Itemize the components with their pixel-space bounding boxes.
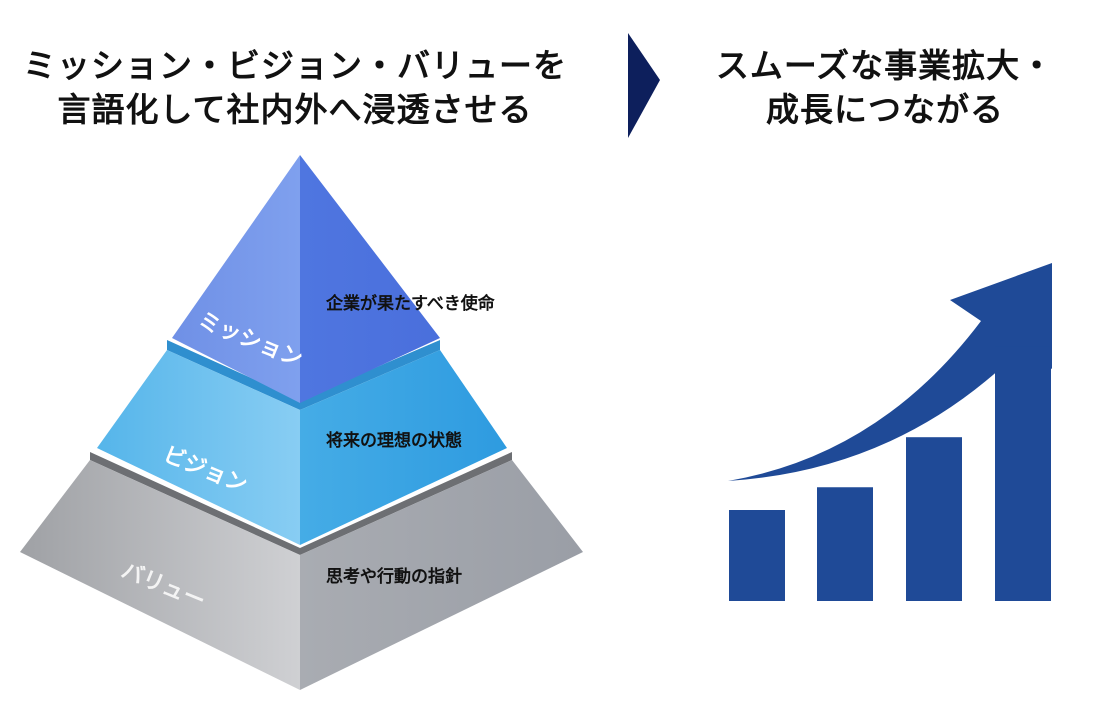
pyramid-layer-vision — [97, 340, 507, 545]
pyramid-layer-value — [20, 452, 583, 690]
growth-bar — [729, 510, 785, 601]
right-title-line-1: スムーズな事業拡大・ — [715, 46, 1055, 85]
right-title-line-2: 成長につながる — [766, 90, 1004, 129]
left-title-line-2: 言語化して社内外へ浸透させる — [57, 90, 533, 129]
chevron-right-icon — [628, 33, 660, 138]
growth-bar — [817, 487, 873, 601]
growth-bar — [995, 346, 1051, 601]
value-description: 思考や行動の指針 — [326, 567, 462, 587]
growth-arrow-icon — [728, 263, 1052, 481]
vision-description: 将来の理想の状態 — [326, 431, 462, 451]
left-title: ミッション・ビジョン・バリューを 言語化して社内外へ浸透させる — [0, 44, 590, 132]
growth-bar — [906, 437, 962, 601]
right-title: スムーズな事業拡大・ 成長につながる — [690, 44, 1080, 132]
mission-description: 企業が果たすべき使命 — [326, 294, 495, 314]
left-title-line-1: ミッション・ビジョン・バリューを — [23, 46, 567, 85]
pyramid-layer-mission — [172, 155, 440, 403]
